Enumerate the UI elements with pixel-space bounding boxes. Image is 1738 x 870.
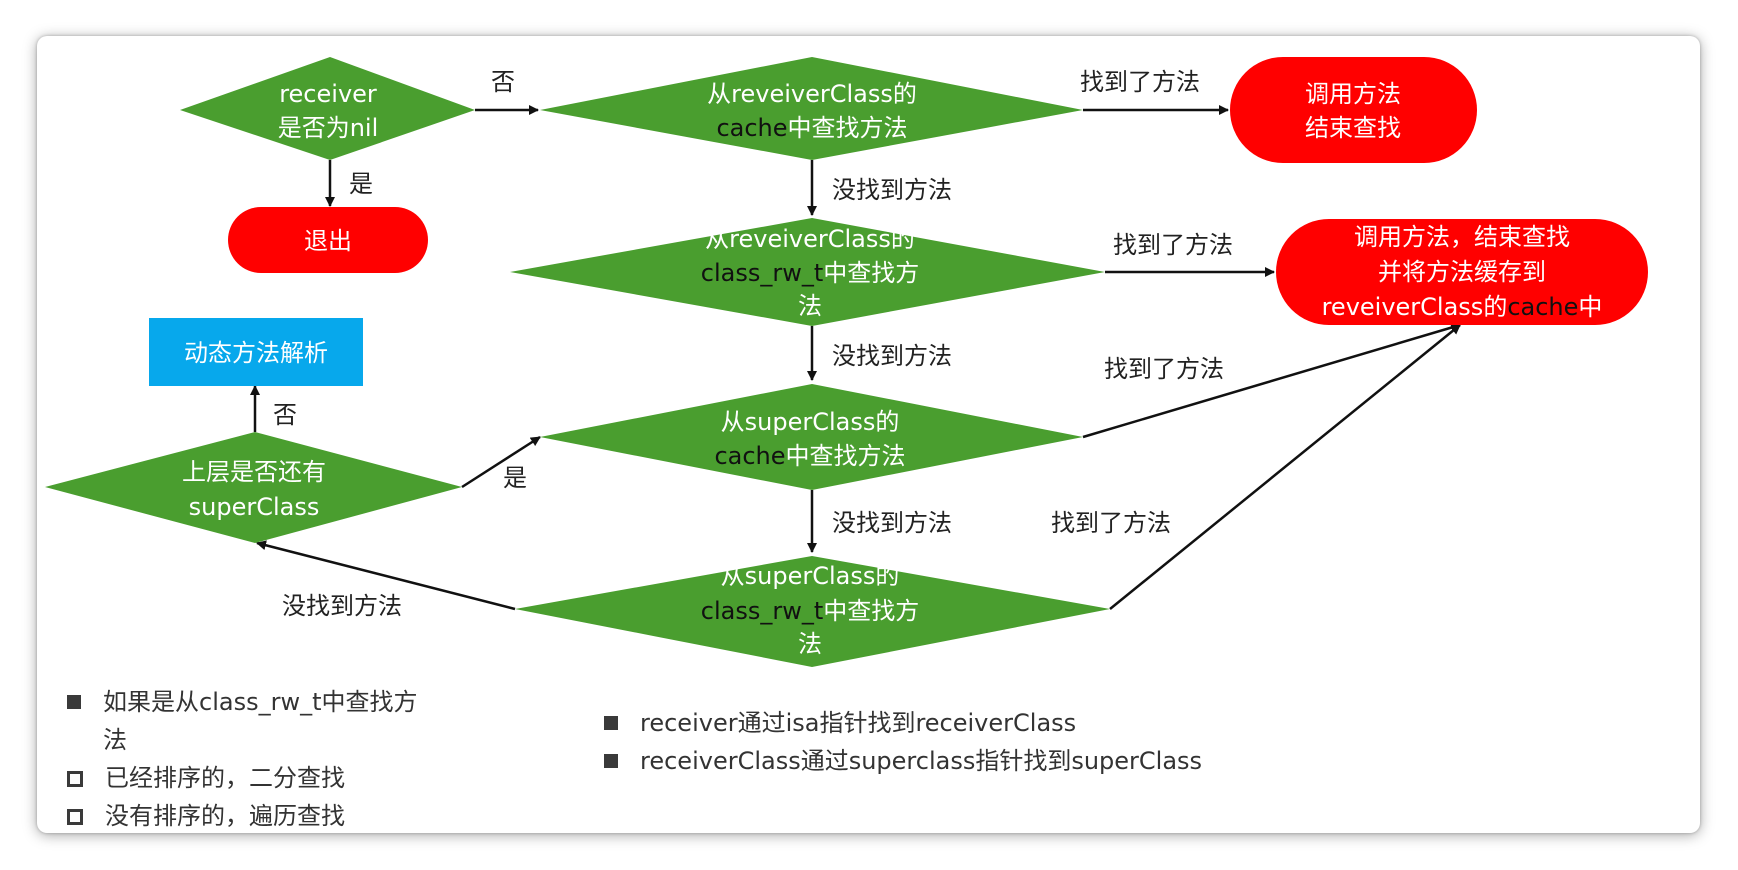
note-item-3: 没有排序的，遍历查找	[67, 797, 527, 835]
terminal-label-line1: 调用方法，结束查找	[1354, 223, 1570, 251]
label-rest: 中查找方法	[786, 442, 906, 470]
decision-label-line2: class_rw_t中查找方	[701, 259, 919, 287]
terminal-exit: 退出	[228, 207, 428, 273]
terminal-shape	[1276, 219, 1648, 325]
edge-label-superrw-found: 找到了方法	[1051, 509, 1171, 537]
process-label: 动态方法解析	[184, 339, 328, 367]
notes-right: receiver通过isa指针找到receiverClass receiverC…	[604, 704, 1364, 780]
highlight-cache: cache	[714, 442, 785, 470]
decision-shape	[515, 556, 1110, 667]
edge-label-hassuper-no: 否	[273, 401, 297, 429]
decision-shape	[540, 384, 1083, 490]
process-shape	[149, 318, 363, 386]
decision-label-line1: 从reveiverClass的	[705, 225, 915, 253]
note-text: 如果是从class_rw_t中查找方 法	[103, 683, 417, 759]
decision-label-line1: 从reveiverClass的	[707, 80, 917, 108]
terminal-shape	[1230, 57, 1477, 163]
terminal-label-line2: 结束查找	[1305, 114, 1401, 142]
decision-label-line1: 上层是否还有	[182, 458, 326, 486]
label-rest: 中查找方	[823, 597, 919, 625]
terminal-call-end: 调用方法 结束查找	[1230, 57, 1477, 163]
decision-receiver-nil: receiver 是否为nil	[180, 57, 475, 160]
edge-label-nil-yes: 是	[349, 170, 373, 198]
decision-label-line1: receiver	[279, 80, 377, 108]
note-item-2: receiverClass通过superclass指针找到superClass	[604, 742, 1364, 780]
note-item-1: 如果是从class_rw_t中查找方 法	[67, 683, 527, 759]
edge-label-cache-notfound: 没找到方法	[832, 176, 952, 204]
edge-label-supercache-notfound: 没找到方法	[832, 509, 952, 537]
square-bullet-icon	[604, 754, 618, 768]
highlight-class-rw-t: class_rw_t	[701, 597, 823, 625]
edge-label-supercache-found: 找到了方法	[1104, 355, 1224, 383]
hollow-square-bullet-icon	[67, 771, 83, 787]
notes-left: 如果是从class_rw_t中查找方 法 已经排序的，二分查找 没有排序的，遍历…	[67, 683, 527, 835]
decision-label-line2: 是否为nil	[278, 114, 379, 142]
decision-label-line1: 从superClass的	[721, 562, 900, 590]
edge-hassuper-to-supercache	[461, 435, 541, 489]
edge-label-rw-notfound: 没找到方法	[832, 342, 952, 370]
edges	[250, 105, 1461, 611]
note-text-line1: 如果是从class_rw_t中查找方	[103, 688, 418, 716]
highlight-cache: cache	[1507, 293, 1578, 321]
process-dynamic-resolve: 动态方法解析	[149, 318, 363, 386]
edge-label-nil-no: 否	[491, 68, 515, 96]
decision-label-line2: cache中查找方法	[714, 442, 905, 470]
terminal-label: 退出	[304, 227, 352, 255]
label-rest: 中查找方法	[788, 114, 908, 142]
note-text: 没有排序的，遍历查找	[105, 802, 345, 830]
decision-shape	[180, 57, 475, 160]
edge-superrw-to-hassuper	[256, 540, 516, 611]
hollow-square-bullet-icon	[67, 809, 83, 825]
highlight-cache: cache	[716, 114, 787, 142]
decision-label-line2: class_rw_t中查找方	[701, 597, 919, 625]
note-item-2: 已经排序的，二分查找	[67, 759, 527, 797]
label-class: reveiverClass的	[1322, 293, 1508, 321]
decision-cache-lookup: 从reveiverClass的 cache中查找方法	[540, 57, 1083, 160]
square-bullet-icon	[67, 695, 81, 709]
decision-shape	[45, 432, 462, 543]
decision-has-super: 上层是否还有 superClass	[45, 432, 462, 543]
decision-label-line2: superClass	[189, 493, 320, 521]
edge-supercache-to-callcache	[1082, 322, 1461, 439]
edge-label-cache-found: 找到了方法	[1080, 68, 1200, 96]
edge-label-hassuper-yes: 是	[503, 464, 527, 492]
label-rest: 中查找方	[823, 259, 919, 287]
terminal-shape	[228, 207, 428, 273]
terminal-label-line3: reveiverClass的cache中	[1322, 293, 1603, 321]
label-rest: 中	[1578, 293, 1602, 321]
decision-label-line3: 法	[798, 292, 822, 320]
square-bullet-icon	[604, 716, 618, 730]
terminal-label-line2: 并将方法缓存到	[1378, 258, 1546, 286]
note-text-line2: 法	[103, 726, 127, 754]
decision-super-cache-lookup: 从superClass的 cache中查找方法	[540, 384, 1083, 490]
decision-label-line2: cache中查找方法	[716, 114, 907, 142]
note-text: receiver通过isa指针找到receiverClass	[640, 709, 1077, 737]
edge-superrw-to-callcache	[1109, 324, 1461, 610]
decision-shape	[510, 218, 1105, 326]
decision-shape	[540, 57, 1083, 160]
terminal-call-cache: 调用方法，结束查找 并将方法缓存到 reveiverClass的cache中	[1276, 219, 1648, 325]
highlight-class-rw-t: class_rw_t	[701, 259, 823, 287]
decision-label-line3: 法	[798, 630, 822, 658]
note-text: 已经排序的，二分查找	[105, 764, 345, 792]
terminal-label-line1: 调用方法	[1305, 80, 1401, 108]
edge-label-superrw-notfound: 没找到方法	[282, 592, 402, 620]
note-text: receiverClass通过superclass指针找到superClass	[640, 747, 1203, 775]
edge-label-rw-found: 找到了方法	[1113, 231, 1233, 259]
decision-super-rw-lookup: 从superClass的 class_rw_t中查找方 法	[515, 556, 1110, 667]
decision-label-line1: 从superClass的	[721, 408, 900, 436]
note-item-1: receiver通过isa指针找到receiverClass	[604, 704, 1364, 742]
decision-rw-lookup: 从reveiverClass的 class_rw_t中查找方 法	[510, 218, 1105, 326]
